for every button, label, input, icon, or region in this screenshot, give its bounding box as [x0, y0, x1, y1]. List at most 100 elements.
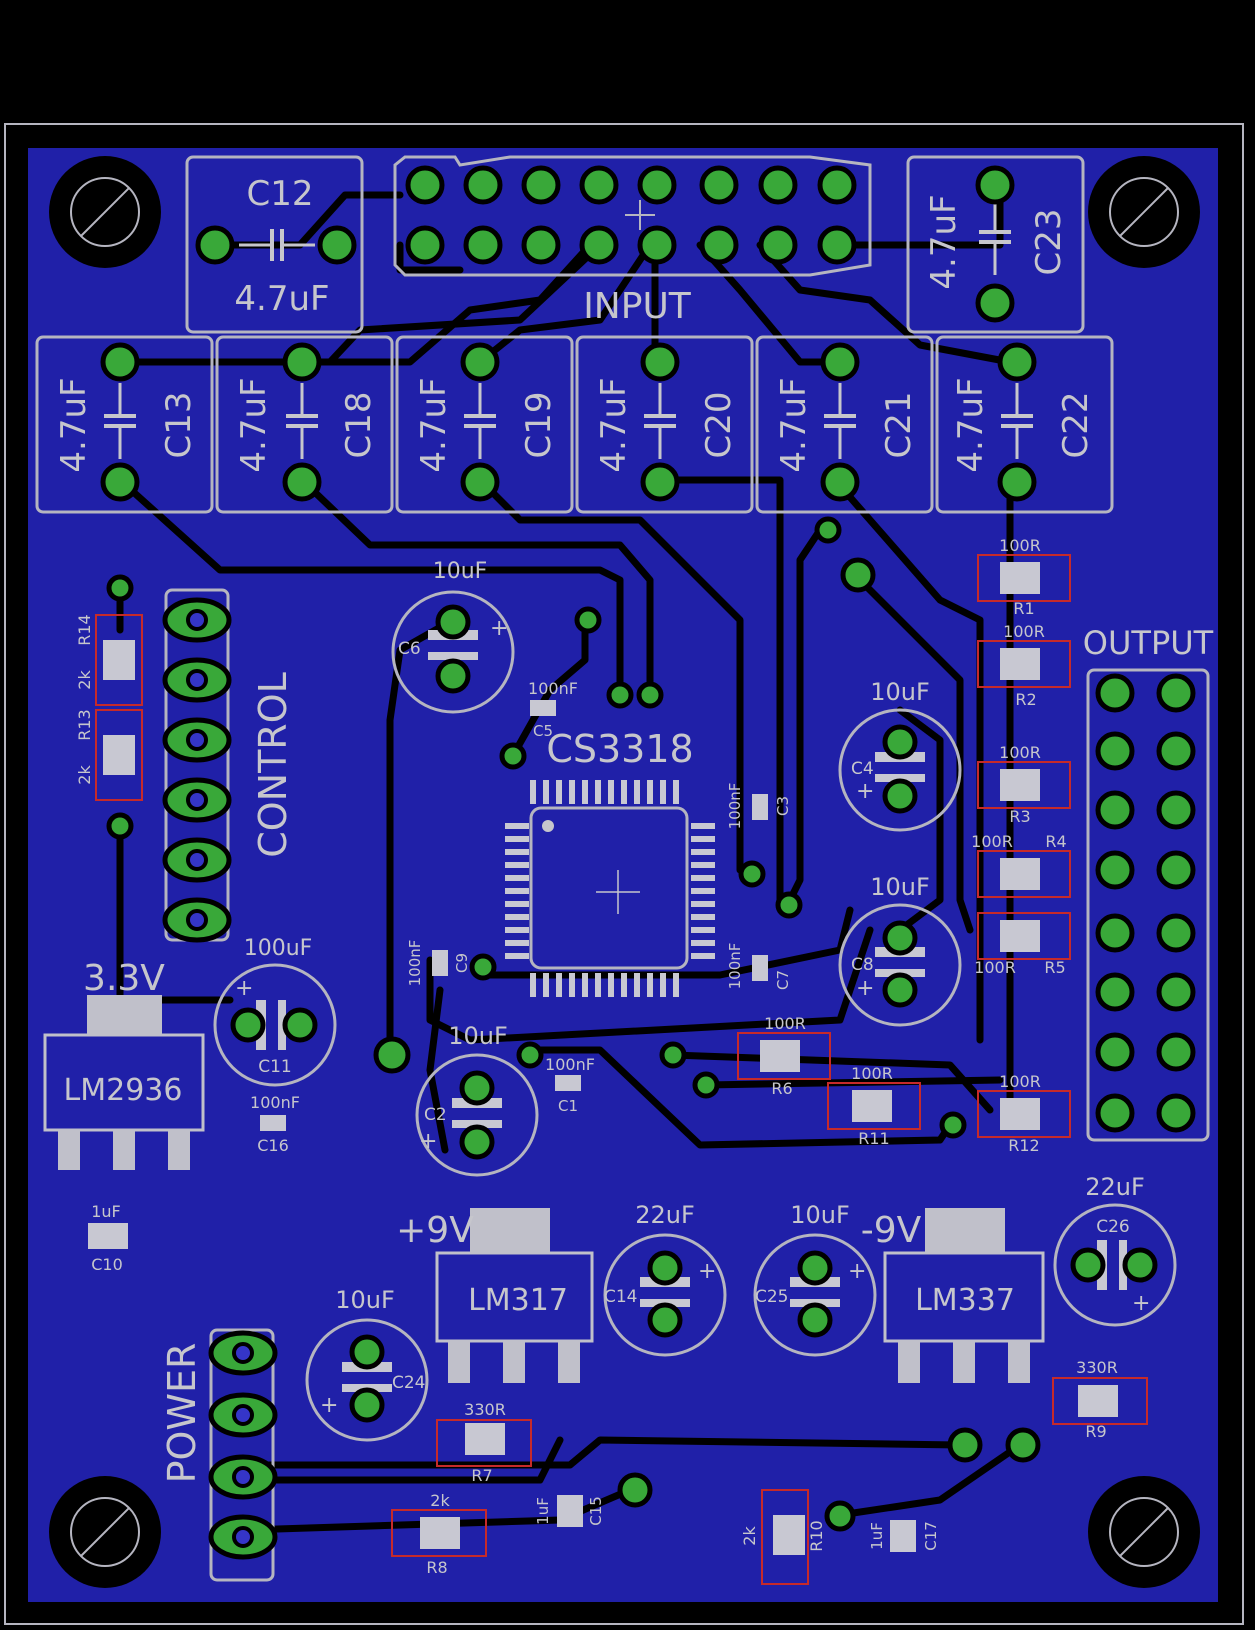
c3-name: C3: [774, 796, 792, 816]
c5-value: 100nF: [528, 679, 578, 698]
c4-name: C4: [851, 759, 874, 779]
r1-name: R1: [1013, 599, 1034, 618]
capacitor-labels: C12 4.7uF 4.7uF C23 4.7uF C13 4.7uF C18 …: [54, 174, 1145, 1551]
svg-text:+: +: [856, 976, 874, 1001]
resistor-markers: [95, 554, 1148, 1585]
cs3318-chip: [505, 780, 715, 997]
c21-name: C21: [879, 391, 919, 458]
c3-value: 100nF: [726, 783, 744, 830]
c24-name: C24: [392, 1373, 426, 1393]
r11-name: R11: [858, 1129, 889, 1148]
ic-labels: CS3318 LM2936 3.3V LM317 +9V LM337 -9V: [64, 727, 1015, 1318]
u2-rail-label: +9V: [396, 1210, 474, 1251]
c18-name: C18: [339, 391, 379, 458]
c1-name: C1: [558, 1097, 578, 1115]
c23-name: C23: [1029, 208, 1069, 275]
resistor-labels: 100R R1 100R R2 100R R3 100R R4 100R R5 …: [75, 536, 1118, 1577]
silkscreen-outlines: [35, 155, 1210, 1582]
u3-name-label: LM337: [915, 1283, 1015, 1318]
c1-value: 100nF: [545, 1055, 595, 1074]
c9-name: C9: [453, 953, 471, 973]
r4-value: 100R: [971, 832, 1013, 851]
r3-name: R3: [1009, 807, 1030, 826]
c16-value: 100nF: [250, 1093, 300, 1112]
r13-name: R13: [75, 709, 94, 740]
smd-pads: [88, 562, 1118, 1555]
c24-value: 10uF: [335, 1286, 395, 1314]
u1-name-label: LM2936: [64, 1073, 183, 1108]
c15-value: 1uF: [534, 1497, 552, 1525]
svg-text:+: +: [1132, 1291, 1150, 1316]
power-header-label: POWER: [160, 1343, 204, 1484]
svg-text:+: +: [848, 1259, 866, 1284]
c22-name: C22: [1056, 391, 1096, 458]
c9-value: 100nF: [406, 940, 424, 987]
board-outline: [4, 123, 1244, 1625]
u3-rail-label: -9V: [861, 1210, 922, 1251]
ic-name-label: CS3318: [546, 727, 693, 771]
r14-name: R14: [75, 614, 94, 645]
regulator-bodies: [43, 995, 1045, 1383]
c13-value: 4.7uF: [54, 377, 94, 472]
r9-name: R9: [1085, 1422, 1106, 1441]
mounting-holes: [49, 156, 1200, 1588]
c15-name: C15: [587, 1496, 605, 1526]
c7-name: C7: [774, 970, 792, 990]
c12-value: 4.7uF: [234, 279, 329, 319]
control-header-label: CONTROL: [251, 672, 295, 858]
through-hole-pads: [100, 165, 1196, 1560]
r6-value: 100R: [764, 1014, 806, 1033]
capacitor-symbols: [104, 199, 1033, 459]
svg-text:+: +: [235, 976, 253, 1001]
r12-value: 100R: [999, 1072, 1041, 1091]
c20-value: 4.7uF: [594, 377, 634, 472]
c22-value: 4.7uF: [951, 377, 991, 472]
r10-name: R10: [807, 1520, 826, 1551]
r5-value: 100R: [974, 958, 1016, 977]
r8-value: 2k: [430, 1491, 450, 1510]
r11-value: 100R: [851, 1064, 893, 1083]
c11-name: C11: [258, 1057, 292, 1077]
header-labels: INPUT OUTPUT CONTROL POWER: [160, 286, 1214, 1483]
input-header-label: INPUT: [583, 286, 692, 327]
svg-text:+: +: [320, 1393, 338, 1418]
c5-name: C5: [533, 722, 553, 740]
c8-name: C8: [851, 955, 874, 975]
c18-value: 4.7uF: [234, 377, 274, 472]
c13-name: C13: [159, 391, 199, 458]
r12-name: R12: [1008, 1136, 1039, 1155]
r13-value: 2k: [75, 765, 94, 785]
r7-value: 330R: [464, 1400, 506, 1419]
c21-value: 4.7uF: [774, 377, 814, 472]
output-header-label: OUTPUT: [1083, 624, 1214, 662]
r3-value: 100R: [999, 743, 1041, 762]
c25-name: C25: [755, 1287, 789, 1307]
u1-rail-label: 3.3V: [83, 958, 165, 999]
r14-value: 2k: [75, 670, 94, 690]
c25-value: 10uF: [790, 1201, 850, 1229]
c6-value: 10uF: [433, 559, 488, 584]
r9-value: 330R: [1076, 1358, 1118, 1377]
c19-value: 4.7uF: [414, 377, 454, 472]
c2-value: 10uF: [448, 1022, 508, 1050]
c14-name: C14: [604, 1287, 638, 1307]
c19-name: C19: [519, 391, 559, 458]
c26-name: C26: [1096, 1217, 1130, 1237]
c12-name: C12: [246, 174, 313, 214]
c7-value: 100nF: [726, 943, 744, 990]
c16-name: C16: [257, 1136, 289, 1155]
c17-name: C17: [922, 1521, 940, 1551]
svg-text:+: +: [490, 616, 508, 641]
r4-name: R4: [1045, 832, 1066, 851]
polarity-marks: +++ +++ +++: [235, 616, 1150, 1418]
c8-value: 10uF: [870, 873, 930, 901]
r2-value: 100R: [1003, 622, 1045, 641]
c10-name: C10: [91, 1255, 123, 1274]
r2-name: R2: [1015, 690, 1036, 709]
svg-text:+: +: [856, 779, 874, 804]
r1-value: 100R: [999, 536, 1041, 555]
r6-name: R6: [771, 1079, 792, 1098]
c14-value: 22uF: [635, 1201, 695, 1229]
c10-value: 1uF: [91, 1202, 121, 1221]
u2-name-label: LM317: [468, 1283, 568, 1318]
